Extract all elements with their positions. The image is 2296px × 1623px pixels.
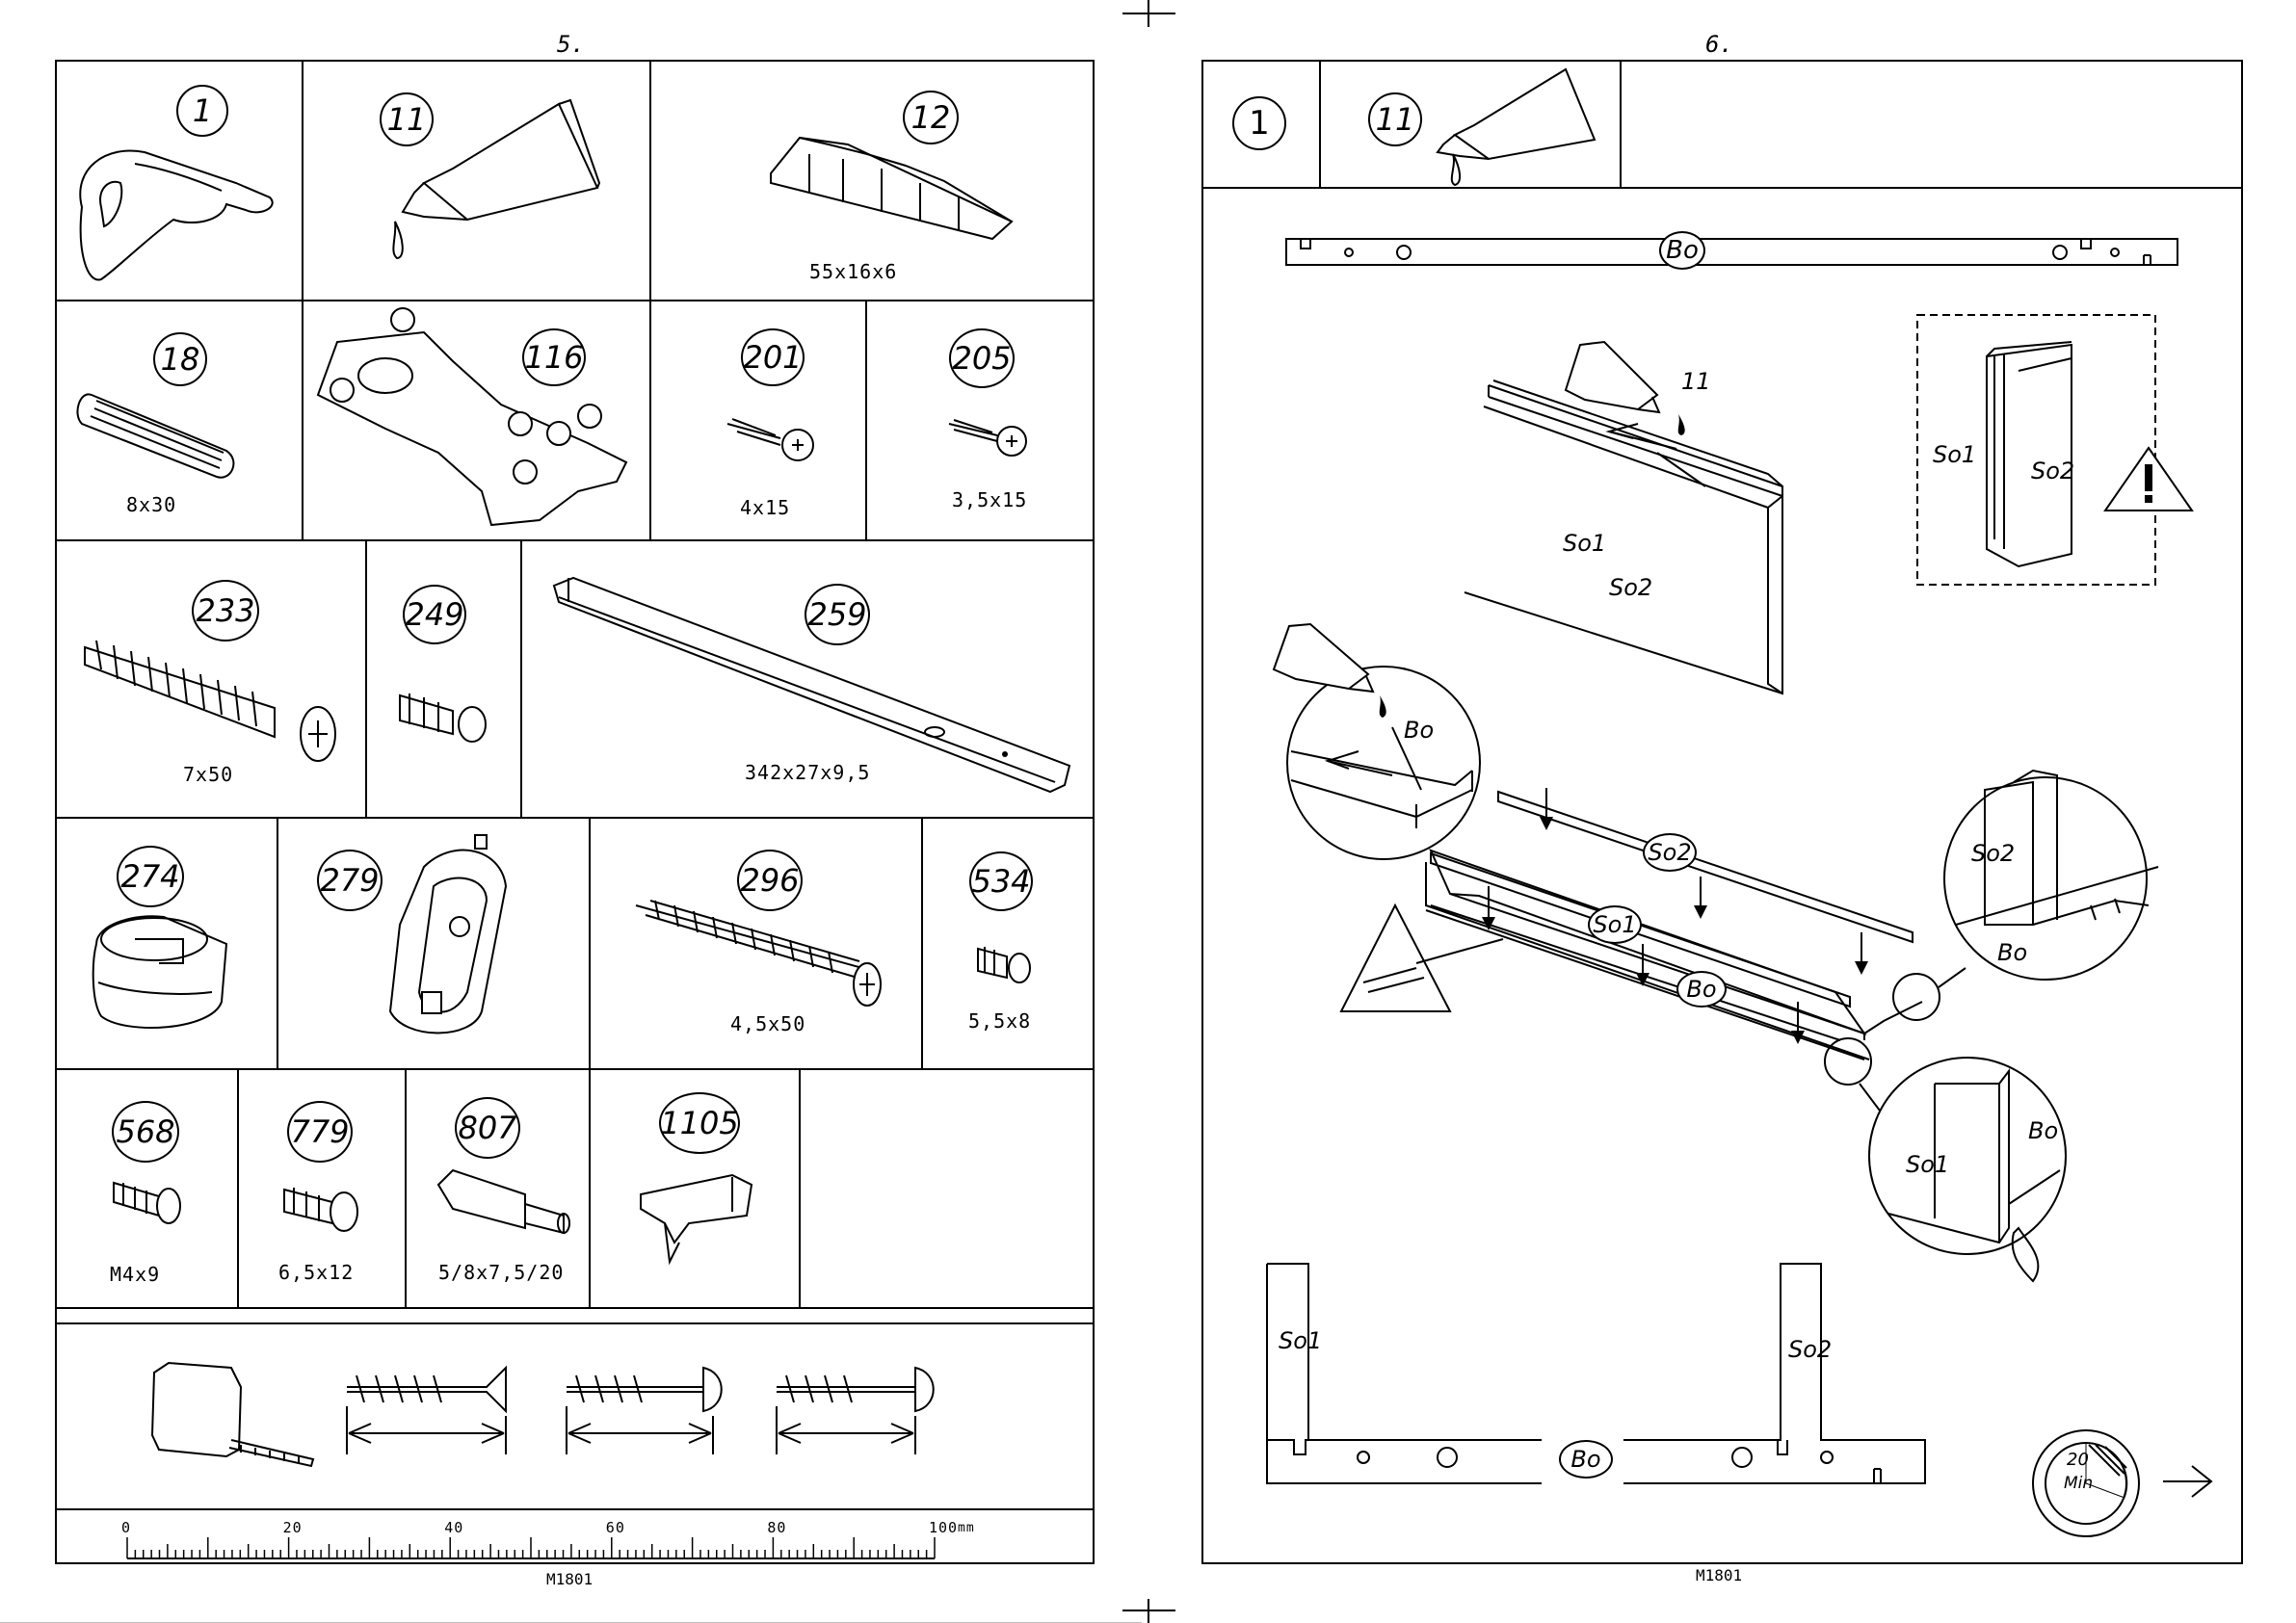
time-value: 20 — [2067, 1450, 2089, 1470]
glue-tube-icon — [1438, 69, 1595, 185]
bo-label-assembly: Bo — [1676, 971, 1727, 1008]
so1-label-inset: So1 — [1933, 441, 1976, 468]
zoom-circle-so1 — [1869, 1058, 2066, 1254]
board-so1-so2 — [1465, 380, 1782, 694]
so1-label-assembly: So1 — [1588, 905, 1642, 944]
detail-marker-circle — [1893, 974, 1940, 1020]
so2-label-board: So2 — [1609, 574, 1652, 601]
glue-ref-label: 11 — [1681, 368, 1711, 395]
so2-label-bottom: So2 — [1788, 1336, 1832, 1363]
so2-label-inset: So2 — [2031, 458, 2074, 484]
zoom-circle-bo — [1287, 667, 1480, 859]
glue-tube-icon — [1566, 342, 1685, 435]
footer-code-right: M1801 — [1696, 1566, 1742, 1584]
so2-label-zoom: So2 — [1971, 840, 2015, 867]
bo-label-zoom: Bo — [1404, 717, 1434, 744]
detail-marker-circle — [1825, 1038, 1871, 1085]
main-assembly — [1426, 788, 1922, 1060]
arrow-right-icon — [2163, 1466, 2211, 1497]
so1-label-zoom: So1 — [1906, 1151, 1949, 1178]
time-unit: Min — [2064, 1474, 2093, 1493]
warning-icon — [2105, 448, 2192, 510]
bo-label-zoom-so1: Bo — [2028, 1117, 2058, 1144]
so1-label-bottom: So1 — [1279, 1327, 1322, 1354]
so-profile-detail — [1987, 342, 2072, 566]
bo-label-bottom: Bo — [1559, 1440, 1613, 1479]
bo-label-zoom-so2: Bo — [1997, 939, 2027, 966]
so2-label-assembly: So2 — [1643, 833, 1697, 872]
bo-label-top: Bo — [1659, 231, 1705, 270]
so1-label-board: So1 — [1563, 530, 1606, 557]
board-bo-top — [1286, 239, 2177, 265]
